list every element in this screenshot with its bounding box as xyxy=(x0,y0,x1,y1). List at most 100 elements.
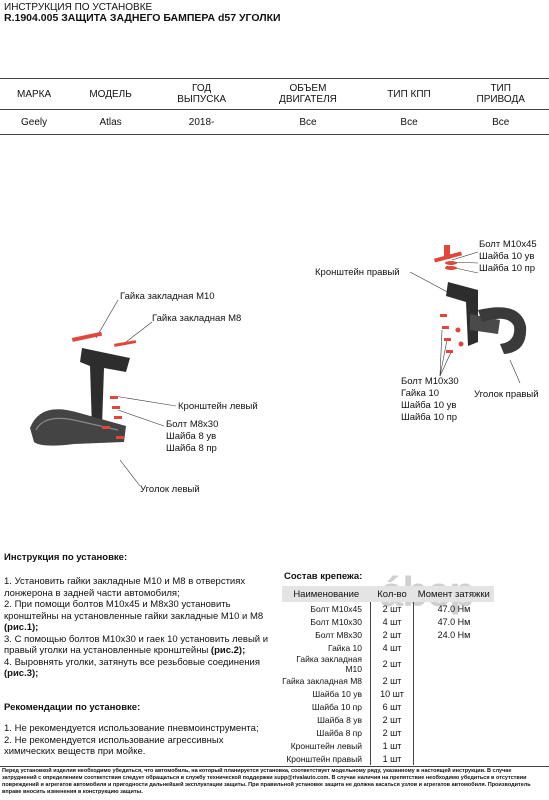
label-bolt-m10x45: Болт М10х45 xyxy=(479,239,537,250)
table-row: Шайба 10 пр 6 шт xyxy=(282,700,494,713)
fastener-name: Гайка 10 xyxy=(327,642,362,653)
label-bracket-left: Кронштейн левый xyxy=(178,401,258,412)
fastener-torque xyxy=(414,674,495,687)
spec-value-year: 2018- xyxy=(152,109,251,135)
recommendation-1: 1. Не рекомендуется использование пневмо… xyxy=(4,723,259,734)
fastener-torque xyxy=(414,700,495,713)
label-washer-10uv-top: Шайба 10 ув xyxy=(479,251,535,262)
fasteners-col-name: Наименование xyxy=(282,586,371,602)
fastener-name: Шайба 8 пр xyxy=(316,727,362,738)
table-row: Болт М8х30 2 шт 24.0 Нм xyxy=(282,628,494,641)
table-row: Кронштейн левый 1 шт xyxy=(282,739,494,752)
instruction-step-2: 2. При помощи болтов М10х45 и М8х30 уста… xyxy=(4,599,264,633)
table-row: Шайба 10 ув 10 шт xyxy=(282,687,494,700)
fastener-qty: 4 шт xyxy=(370,615,414,628)
instructions-steps: 1. Установить гайки закладные М10 и М8 в… xyxy=(4,576,274,680)
fasteners-table: Наименование Кол-во Момент затяжки Болт … xyxy=(282,586,494,765)
label-corner-right: Уголок правый xyxy=(474,389,539,400)
label-nut-m8: Гайка закладная М8 xyxy=(152,313,242,324)
fasteners-title: Состав крепежа: xyxy=(284,571,363,582)
label-nut-10: Гайка 10 xyxy=(401,388,440,399)
fasteners-col-qty: Кол-во xyxy=(370,586,414,602)
fastener-qty: 2 шт xyxy=(370,654,414,674)
fastener-qty: 10 шт xyxy=(370,687,414,700)
table-row: Гайка закладная М10 2 шт xyxy=(282,654,494,674)
fastener-name: Шайба 10 ув xyxy=(312,688,362,699)
assembly-diagram xyxy=(30,245,527,487)
spec-header-model: МОДЕЛЬ xyxy=(68,78,153,110)
instruction-step-1: 1. Установить гайки закладные М10 и М8 в… xyxy=(4,576,246,599)
fastener-qty: 1 шт xyxy=(370,739,414,752)
fastener-torque: 24.0 Нм xyxy=(437,629,471,640)
footer-divider xyxy=(0,766,549,767)
fastener-name: Кронштейн левый xyxy=(290,740,362,751)
label-washer-8pr: Шайба 8 пр xyxy=(166,443,217,454)
spec-value-drive: Все xyxy=(452,109,549,135)
footer-disclaimer: Перед установкой изделия необходимо убед… xyxy=(2,768,531,795)
fastener-torque xyxy=(414,641,495,654)
fastener-qty: 2 шт xyxy=(370,713,414,726)
label-nut-m10: Гайка закладная М10 xyxy=(120,291,215,302)
fastener-name: Гайка закладная М10 xyxy=(296,654,362,674)
fastener-name: Болт М8х30 xyxy=(315,629,362,640)
document-title: R.1904.005 ЗАЩИТА ЗАДНЕГО БАМПЕРА d57 УГ… xyxy=(4,12,281,24)
recommendations-title: Рекомендации по установке: xyxy=(4,702,141,713)
label-washer-10uv-bottom: Шайба 10 ув xyxy=(401,400,457,411)
fastener-name: Болт М10х45 xyxy=(310,603,362,614)
spec-value-engine: Все xyxy=(250,109,366,135)
spec-header-gearbox: ТИП КПП xyxy=(365,78,453,110)
spec-values-row: Geely Atlas 2018- Все Все Все xyxy=(0,109,549,135)
fastener-qty: 4 шт xyxy=(370,641,414,654)
spec-value-gearbox: Все xyxy=(365,109,453,135)
right-assembly-drawing xyxy=(409,245,527,384)
fastener-name: Гайка закладная М8 xyxy=(282,675,362,686)
label-washer-10pr-top: Шайба 10 пр xyxy=(479,263,536,274)
fastener-qty: 1 шт xyxy=(370,752,414,765)
fastener-torque xyxy=(414,752,495,765)
fasteners-col-torque: Момент затяжки xyxy=(413,586,494,602)
fastener-torque xyxy=(414,739,495,752)
label-corner-left: Уголок левый xyxy=(140,484,200,495)
label-washer-10pr-bottom: Шайба 10 пр xyxy=(401,412,458,423)
left-assembly-drawing xyxy=(30,299,177,487)
fastener-torque xyxy=(414,687,495,700)
spec-header-brand: МАРКА xyxy=(0,78,69,110)
fastener-name: Шайба 10 пр xyxy=(311,701,362,712)
fastener-qty: 2 шт xyxy=(370,726,414,739)
label-bracket-right: Кронштейн правый xyxy=(315,267,400,278)
fastener-qty: 2 шт xyxy=(370,674,414,687)
spec-value-brand: Geely xyxy=(0,109,69,135)
table-row: Болт М10х30 4 шт 47.0 Нм xyxy=(282,615,494,628)
fastener-torque: 47.0 Нм xyxy=(437,616,471,627)
fastener-qty: 6 шт xyxy=(370,700,414,713)
table-row: Болт М10х45 2 шт 47.0 Нм xyxy=(282,602,494,615)
fastener-torque: 47.0 Нм xyxy=(437,603,471,614)
recommendations-list: 1. Не рекомендуется использование пневмо… xyxy=(4,723,264,758)
label-bolt-m8x30: Болт М8х30 xyxy=(166,419,219,430)
table-row: Шайба 8 пр 2 шт xyxy=(282,726,494,739)
recommendation-2: 2. Не рекомендуется использование агресс… xyxy=(4,734,224,758)
instruction-step-4: 4. Выровнять уголки, затянуть все резьбо… xyxy=(4,656,261,680)
fastener-torque xyxy=(414,713,495,726)
table-row: Гайка 10 4 шт xyxy=(282,641,494,654)
fastener-name: Кронштейн правый xyxy=(286,753,362,764)
table-row: Кронштейн правый 1 шт xyxy=(282,752,494,765)
instructions-title: Инструкция по установке: xyxy=(4,552,128,563)
document-header-line1: ИНСТРУКЦИЯ ПО УСТАНОВКЕ xyxy=(4,2,153,13)
fastener-torque xyxy=(414,726,495,739)
instruction-step-3: 3. С помощью болтов М10х30 и гаек 10 уст… xyxy=(4,633,269,657)
fastener-name: Болт М10х30 xyxy=(310,616,362,627)
fastener-qty: 2 шт xyxy=(370,628,414,641)
fasteners-header-row: Наименование Кол-во Момент затяжки xyxy=(282,586,494,602)
table-row: Гайка закладная М8 2 шт xyxy=(282,674,494,687)
fastener-qty: 2 шт xyxy=(370,602,414,615)
spec-value-model: Atlas xyxy=(68,109,153,135)
label-bolt-m10x30: Болт М10х30 xyxy=(401,376,459,387)
fastener-torque xyxy=(414,654,495,674)
